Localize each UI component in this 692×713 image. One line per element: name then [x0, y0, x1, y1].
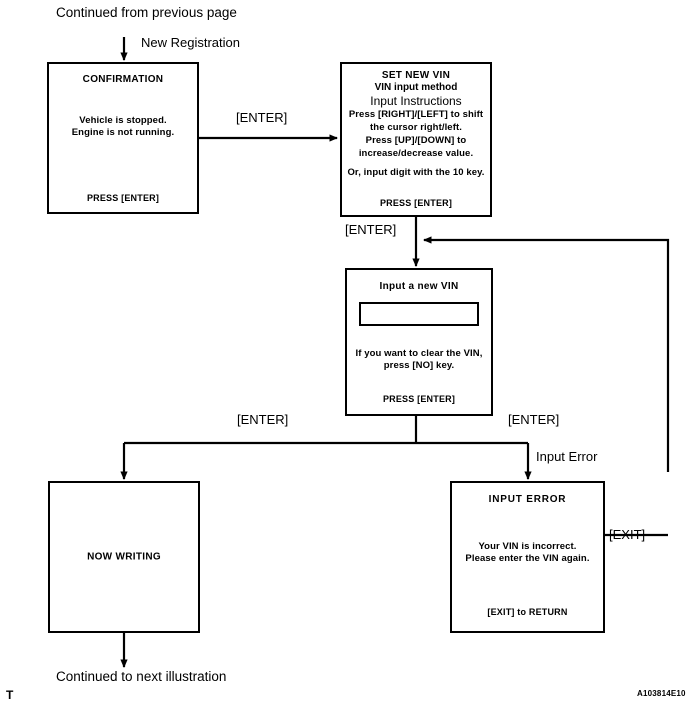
corner-mark: T	[6, 688, 14, 702]
screen-confirmation-line-2: Engine is not running.	[71, 127, 175, 138]
vin-input-field[interactable]	[359, 302, 479, 326]
label-enter-confirmation-to-setnewvin: [ENTER]	[236, 110, 288, 125]
screen-input-a-new-vin-title: Input a new VIN	[379, 281, 459, 292]
screen-set-new-vin-line-4: increase/decrease value.	[358, 148, 474, 159]
screen-input-error: INPUT ERROR Your VIN is incorrect. Pleas…	[450, 481, 605, 633]
screen-set-new-vin-instructions-heading: Input Instructions	[370, 94, 462, 108]
screen-input-a-new-vin-line-1: If you want to clear the VIN,	[355, 348, 483, 359]
screen-now-writing: NOW WRITING	[48, 481, 200, 633]
screen-input-error-line-1: Your VIN is incorrect.	[478, 541, 577, 552]
screen-set-new-vin: SET NEW VIN VIN input method Input Instr…	[340, 62, 492, 217]
screen-input-error-title: INPUT ERROR	[488, 494, 567, 505]
label-exit: [EXIT]	[609, 527, 646, 542]
screen-now-writing-title: NOW WRITING	[87, 551, 161, 563]
continued-from-previous-page-caption: Continued from previous page	[56, 5, 237, 20]
label-enter-left-branch: [ENTER]	[237, 412, 289, 427]
screen-confirmation: CONFIRMATION Vehicle is stopped. Engine …	[47, 62, 199, 214]
label-enter-right-branch: [ENTER]	[508, 412, 560, 427]
screen-set-new-vin-footer: PRESS [ENTER]	[379, 198, 453, 208]
screen-input-a-new-vin-body: If you want to clear the VIN, press [NO]…	[347, 348, 491, 372]
screen-input-a-new-vin-footer: PRESS [ENTER]	[382, 394, 456, 404]
screen-set-new-vin-note: Or, input digit with the 10 key.	[347, 167, 485, 178]
label-enter-setnewvin-to-inputvin: [ENTER]	[345, 222, 397, 237]
screen-set-new-vin-line-1: Press [RIGHT]/[LEFT] to shift	[348, 109, 484, 120]
screen-input-error-body: Your VIN is incorrect. Please enter the …	[452, 541, 603, 565]
label-input-error: Input Error	[536, 449, 598, 464]
screen-confirmation-body: Vehicle is stopped. Engine is not runnin…	[49, 115, 197, 139]
screen-confirmation-title: CONFIRMATION	[82, 74, 164, 85]
screen-input-error-line-2: Please enter the VIN again.	[465, 553, 590, 564]
screen-set-new-vin-subtitle: VIN input method	[374, 82, 458, 93]
screen-input-error-footer: [EXIT] to RETURN	[487, 607, 568, 617]
screen-confirmation-footer: PRESS [ENTER]	[86, 193, 160, 203]
figure-code: A103814E10	[637, 689, 686, 698]
continued-to-next-illustration-caption: Continued to next illustration	[56, 669, 227, 684]
screen-input-a-new-vin-line-2: press [NO] key.	[383, 360, 455, 371]
screen-input-a-new-vin: Input a new VIN If you want to clear the…	[345, 268, 493, 416]
screen-confirmation-line-1: Vehicle is stopped.	[79, 115, 167, 126]
screen-set-new-vin-line-2: the cursor right/left.	[370, 122, 462, 133]
screen-set-new-vin-line-3: Press [UP]/[DOWN] to	[365, 135, 467, 146]
screen-set-new-vin-title: SET NEW VIN	[381, 70, 451, 81]
label-new-registration: New Registration	[141, 35, 240, 50]
